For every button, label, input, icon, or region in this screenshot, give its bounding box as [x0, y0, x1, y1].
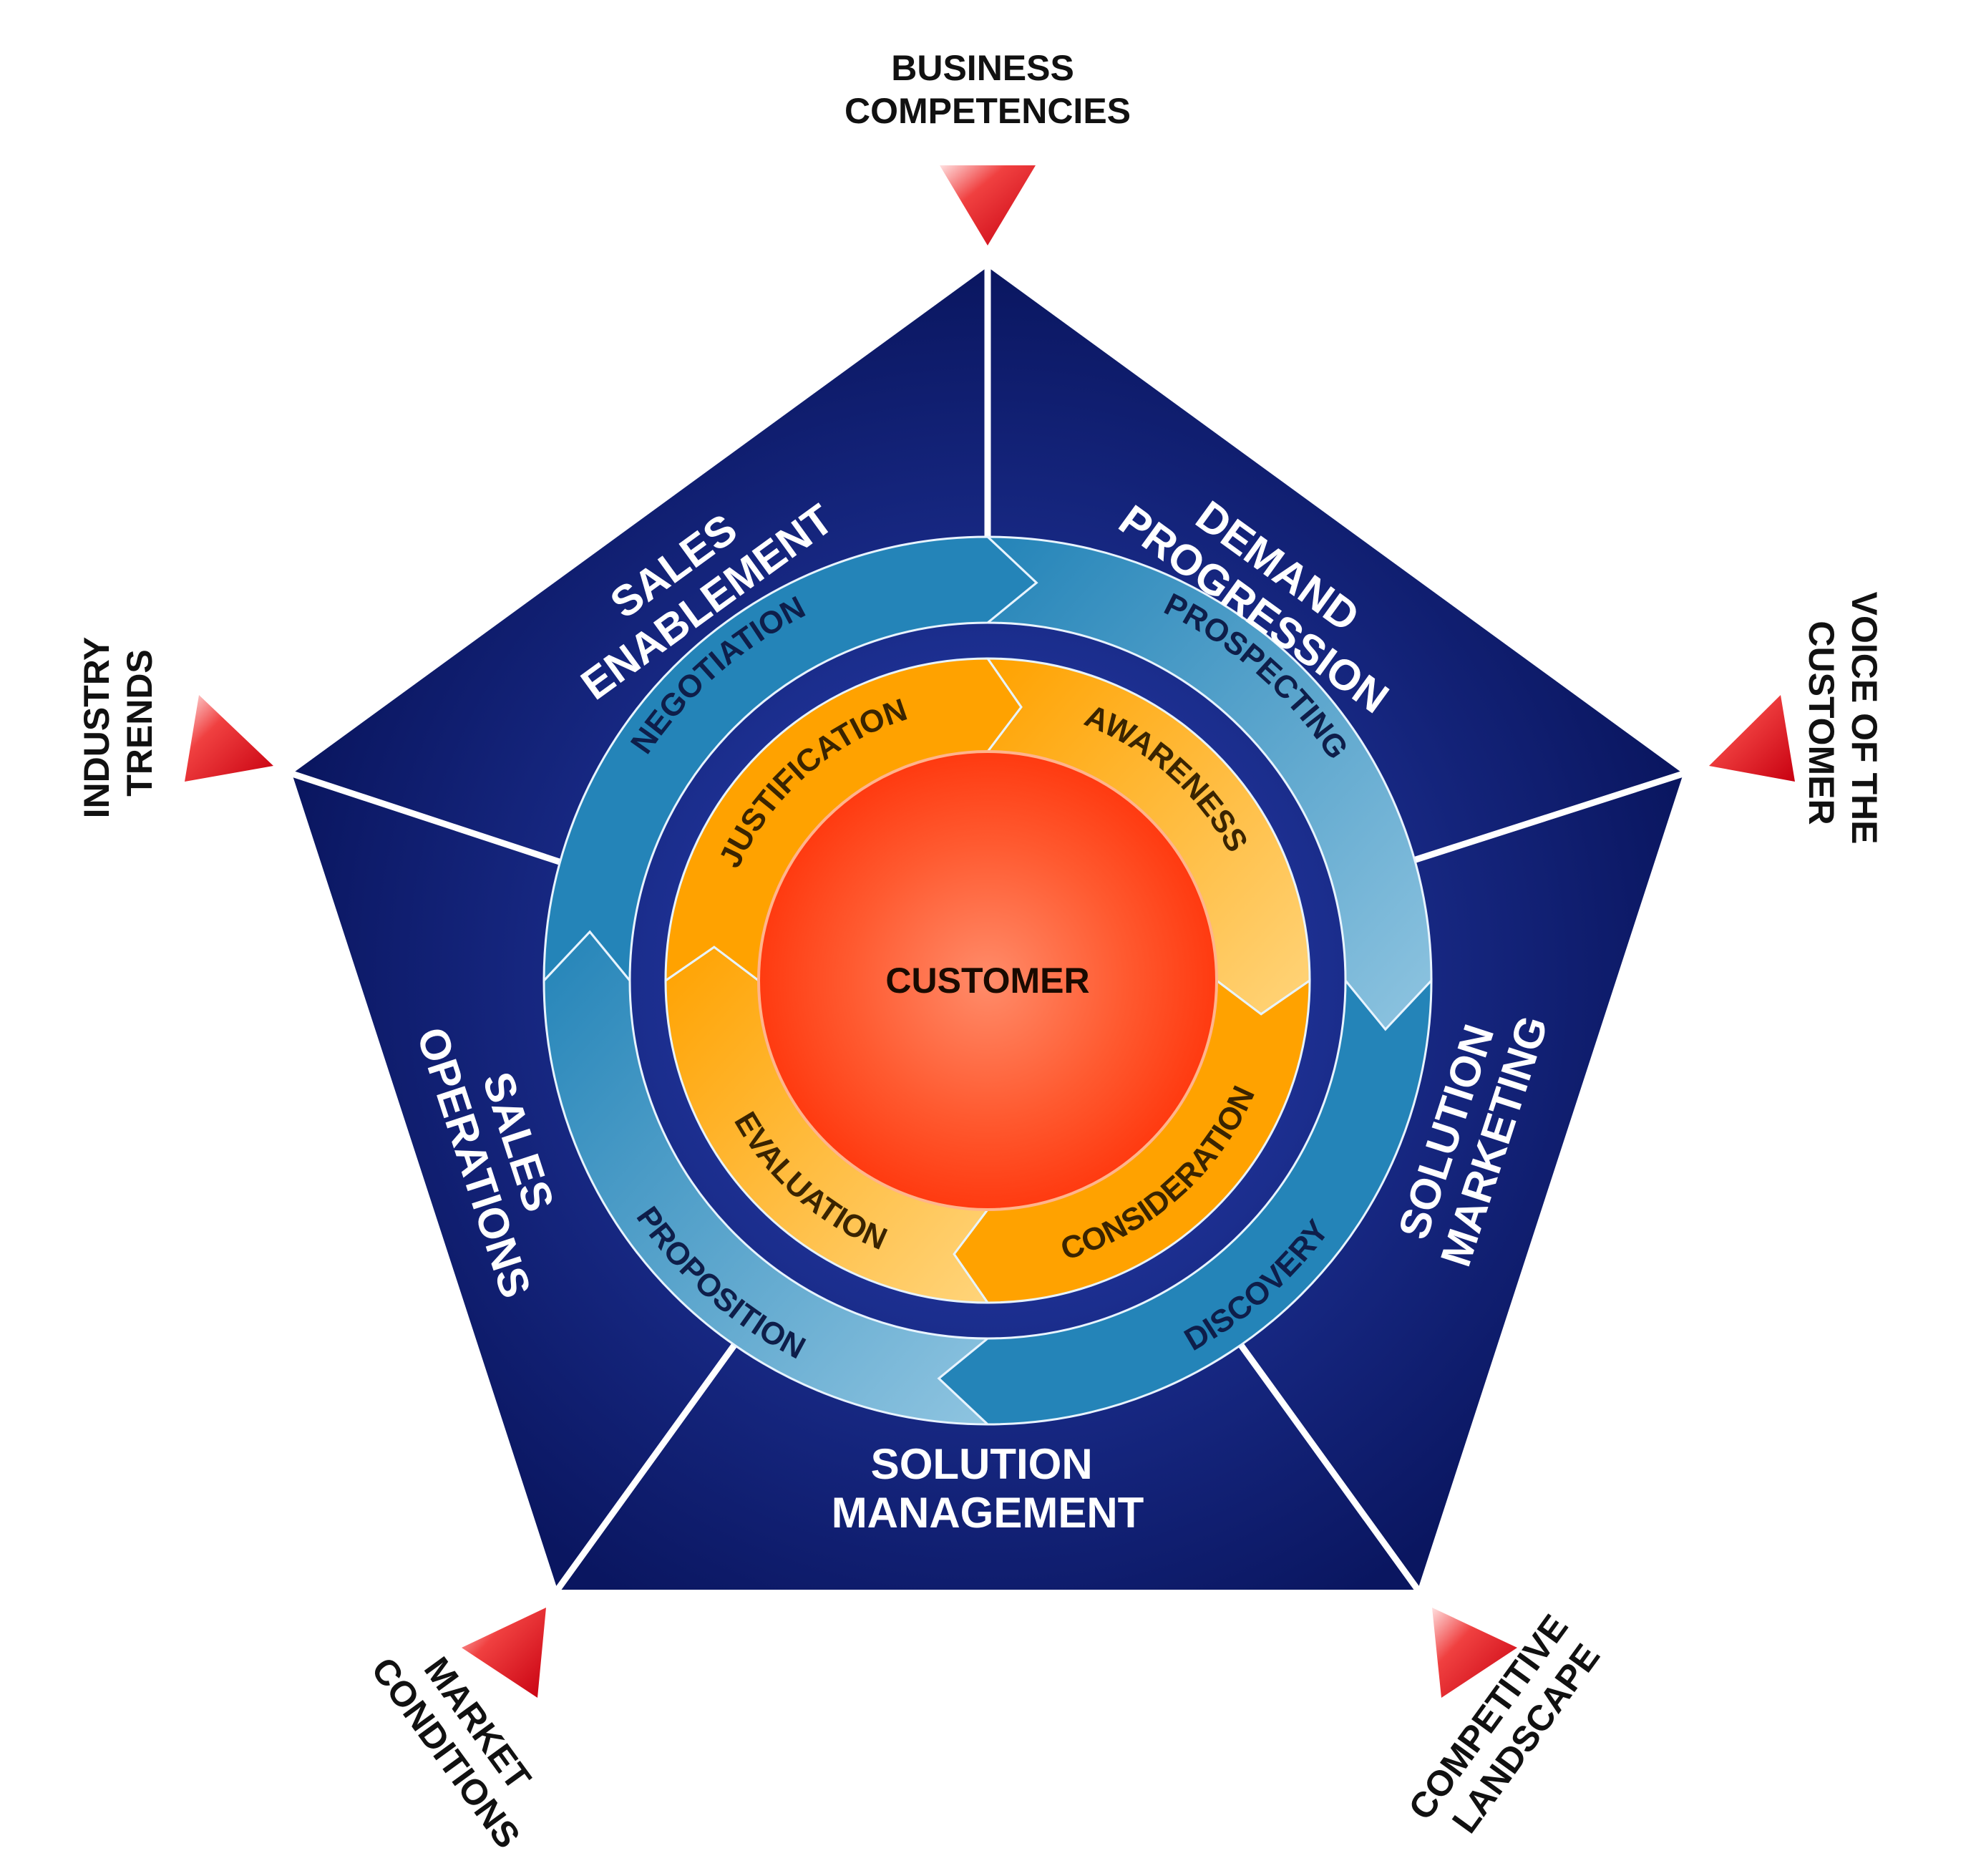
orange-ring [664, 657, 1311, 1304]
outer-label-industry-trends: INDUSTRY TRENDS [77, 628, 160, 819]
outer-label-competitive-landscape: COMPETITIVE LANDSCAPE [1401, 1599, 1616, 1852]
triangle-marker-industry-trends [185, 695, 273, 782]
blue-ring-segment-negotiation [542, 535, 1038, 984]
outer-label-business-competencies: BUSINESS COMPETENCIES [844, 48, 1131, 131]
center-label: CUSTOMER [885, 961, 1089, 1001]
sector-label-solution-management: SOLUTION MANAGEMENT [832, 1440, 1144, 1537]
triangle-marker-market-conditions [462, 1608, 546, 1698]
triangle-marker-competitive-landscape [1432, 1608, 1517, 1698]
customer-core [759, 752, 1217, 1210]
outer-label-voice-of-the-customer: VOICE OF THE CUSTOMER [1801, 592, 1884, 855]
blue-ring [542, 535, 1433, 1426]
sector-dividers [288, 263, 1687, 1593]
triangle-marker-business-competencies [940, 165, 1036, 246]
triangle-marker-voice-of-the-customer [1709, 695, 1795, 782]
outer-factor-markers [185, 165, 1795, 1698]
